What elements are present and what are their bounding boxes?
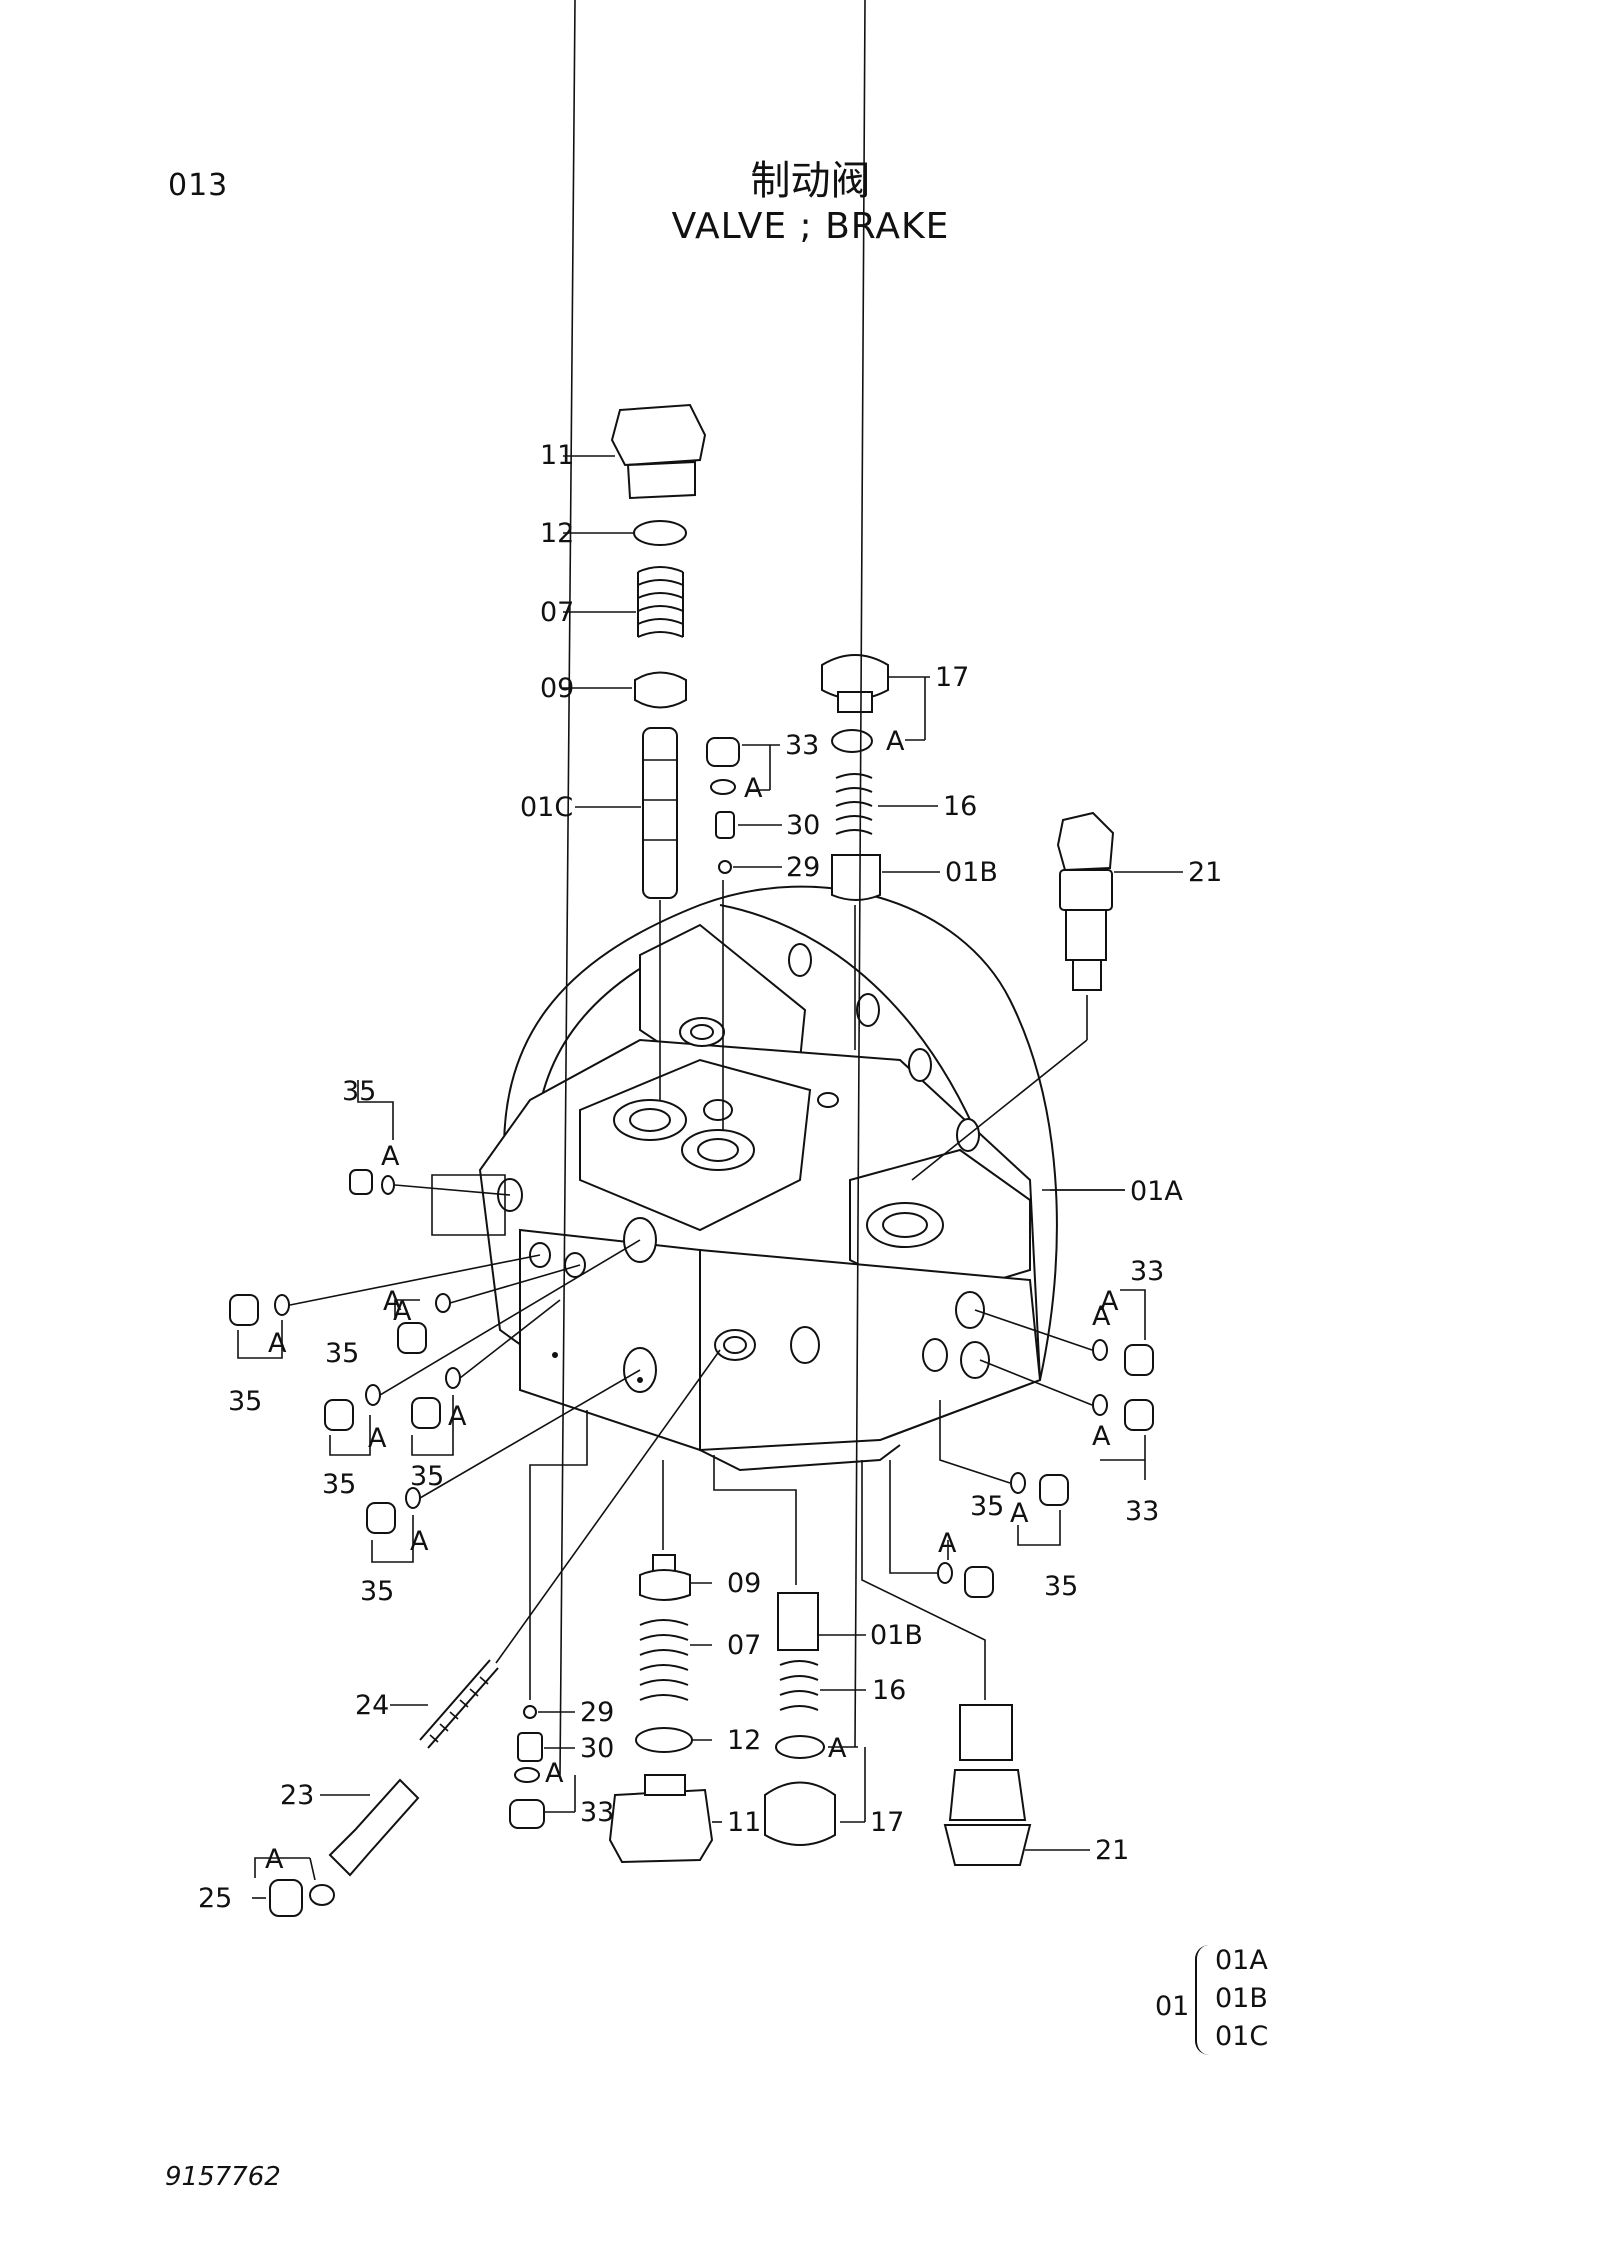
callout-21: 21 xyxy=(1095,1835,1129,1866)
top-right-parts xyxy=(821,654,889,1050)
assembly-legend: 01 01A 01B 01C xyxy=(1155,1945,1305,2065)
mark-a: A xyxy=(938,1528,957,1559)
callout-01a: 01A xyxy=(1130,1176,1183,1207)
callout-35: 35 xyxy=(1044,1571,1078,1602)
right-side-plugs xyxy=(937,1339,1154,1598)
bottom-stack xyxy=(509,1410,1032,1866)
callout-35: 35 xyxy=(970,1491,1004,1522)
callout-09: 09 xyxy=(540,673,574,704)
mark-a: A xyxy=(1092,1421,1111,1452)
callout-35: 35 xyxy=(360,1576,394,1607)
callout-30: 30 xyxy=(786,810,820,841)
callout-21: 21 xyxy=(1188,857,1222,888)
top-middle-parts xyxy=(706,737,740,1130)
o-ring-12-top xyxy=(633,520,687,546)
legend-component: 01B xyxy=(1215,1983,1268,2014)
callout-07: 07 xyxy=(727,1630,761,1661)
legend-assembly: 01 xyxy=(1155,1991,1190,2022)
spring-07-top xyxy=(637,566,684,638)
legend-component: 01A xyxy=(1215,1945,1268,1976)
callout-23: 23 xyxy=(280,1780,314,1811)
top-left-stack xyxy=(610,403,707,1100)
callout-35: 35 xyxy=(325,1338,359,1369)
callout-35: 35 xyxy=(410,1461,444,1492)
legend-brace xyxy=(1195,1945,1213,2055)
callout-01b: 01B xyxy=(870,1620,923,1651)
callout-33: 33 xyxy=(785,730,819,761)
callout-33: 33 xyxy=(1125,1496,1159,1527)
relief-valve-21-top xyxy=(911,811,1115,1181)
spool-01c xyxy=(642,727,678,899)
callout-11: 11 xyxy=(540,440,574,471)
pin-spring-assembly xyxy=(269,1349,721,1917)
seat-09-top xyxy=(634,671,687,709)
mark-a: A xyxy=(886,726,905,757)
callout-12: 12 xyxy=(540,518,574,549)
callout-01b: 01B xyxy=(945,857,998,888)
legend-component: 01C xyxy=(1215,2021,1269,2052)
left-side-plugs xyxy=(229,1169,461,1534)
callout-09: 09 xyxy=(727,1568,761,1599)
callout-33: 33 xyxy=(580,1797,614,1828)
callout-07: 07 xyxy=(540,597,574,628)
callout-25: 25 xyxy=(198,1883,232,1914)
mark-a: A xyxy=(381,1141,400,1172)
mark-a: A xyxy=(744,773,763,804)
assembly-marks: A A A A A A A A A A A A A A A A A xyxy=(265,726,1119,1875)
callout-35: 35 xyxy=(228,1386,262,1417)
title-chinese: 制动阀 xyxy=(750,158,871,204)
callout-11: 11 xyxy=(727,1807,761,1838)
mark-a: A xyxy=(1100,1286,1119,1317)
callout-01c: 01C xyxy=(520,792,573,823)
callout-labels: 11 12 07 09 01C 17 33 30 29 16 01B 21 01… xyxy=(198,440,1222,1914)
mark-a: A xyxy=(1092,1301,1111,1332)
callout-24: 24 xyxy=(355,1690,389,1721)
mark-a: A xyxy=(383,1286,402,1317)
mark-a: A xyxy=(265,1844,284,1875)
callout-33: 33 xyxy=(1130,1256,1164,1287)
callout-16: 16 xyxy=(943,791,977,822)
callout-17: 17 xyxy=(935,662,969,693)
callout-35: 35 xyxy=(322,1469,356,1500)
mark-a: A xyxy=(393,1296,412,1327)
page-number: 013 xyxy=(168,168,229,203)
title-english: VALVE ; BRAKE xyxy=(671,206,950,247)
plug-11-top xyxy=(610,403,707,467)
callout-17: 17 xyxy=(870,1807,904,1838)
callout-29: 29 xyxy=(580,1697,614,1728)
mark-a: A xyxy=(268,1328,287,1359)
callout-29: 29 xyxy=(786,852,820,883)
callout-35: 35 xyxy=(342,1076,376,1107)
callout-16: 16 xyxy=(872,1675,906,1706)
document-number: 9157762 xyxy=(165,2162,281,2192)
mark-a: A xyxy=(1010,1498,1029,1529)
mark-a: A xyxy=(828,1733,847,1764)
callout-30: 30 xyxy=(580,1733,614,1764)
callout-12: 12 xyxy=(727,1725,761,1756)
mark-a: A xyxy=(448,1401,467,1432)
mark-a: A xyxy=(368,1423,387,1454)
mark-a: A xyxy=(410,1526,429,1557)
mark-a: A xyxy=(545,1758,564,1789)
